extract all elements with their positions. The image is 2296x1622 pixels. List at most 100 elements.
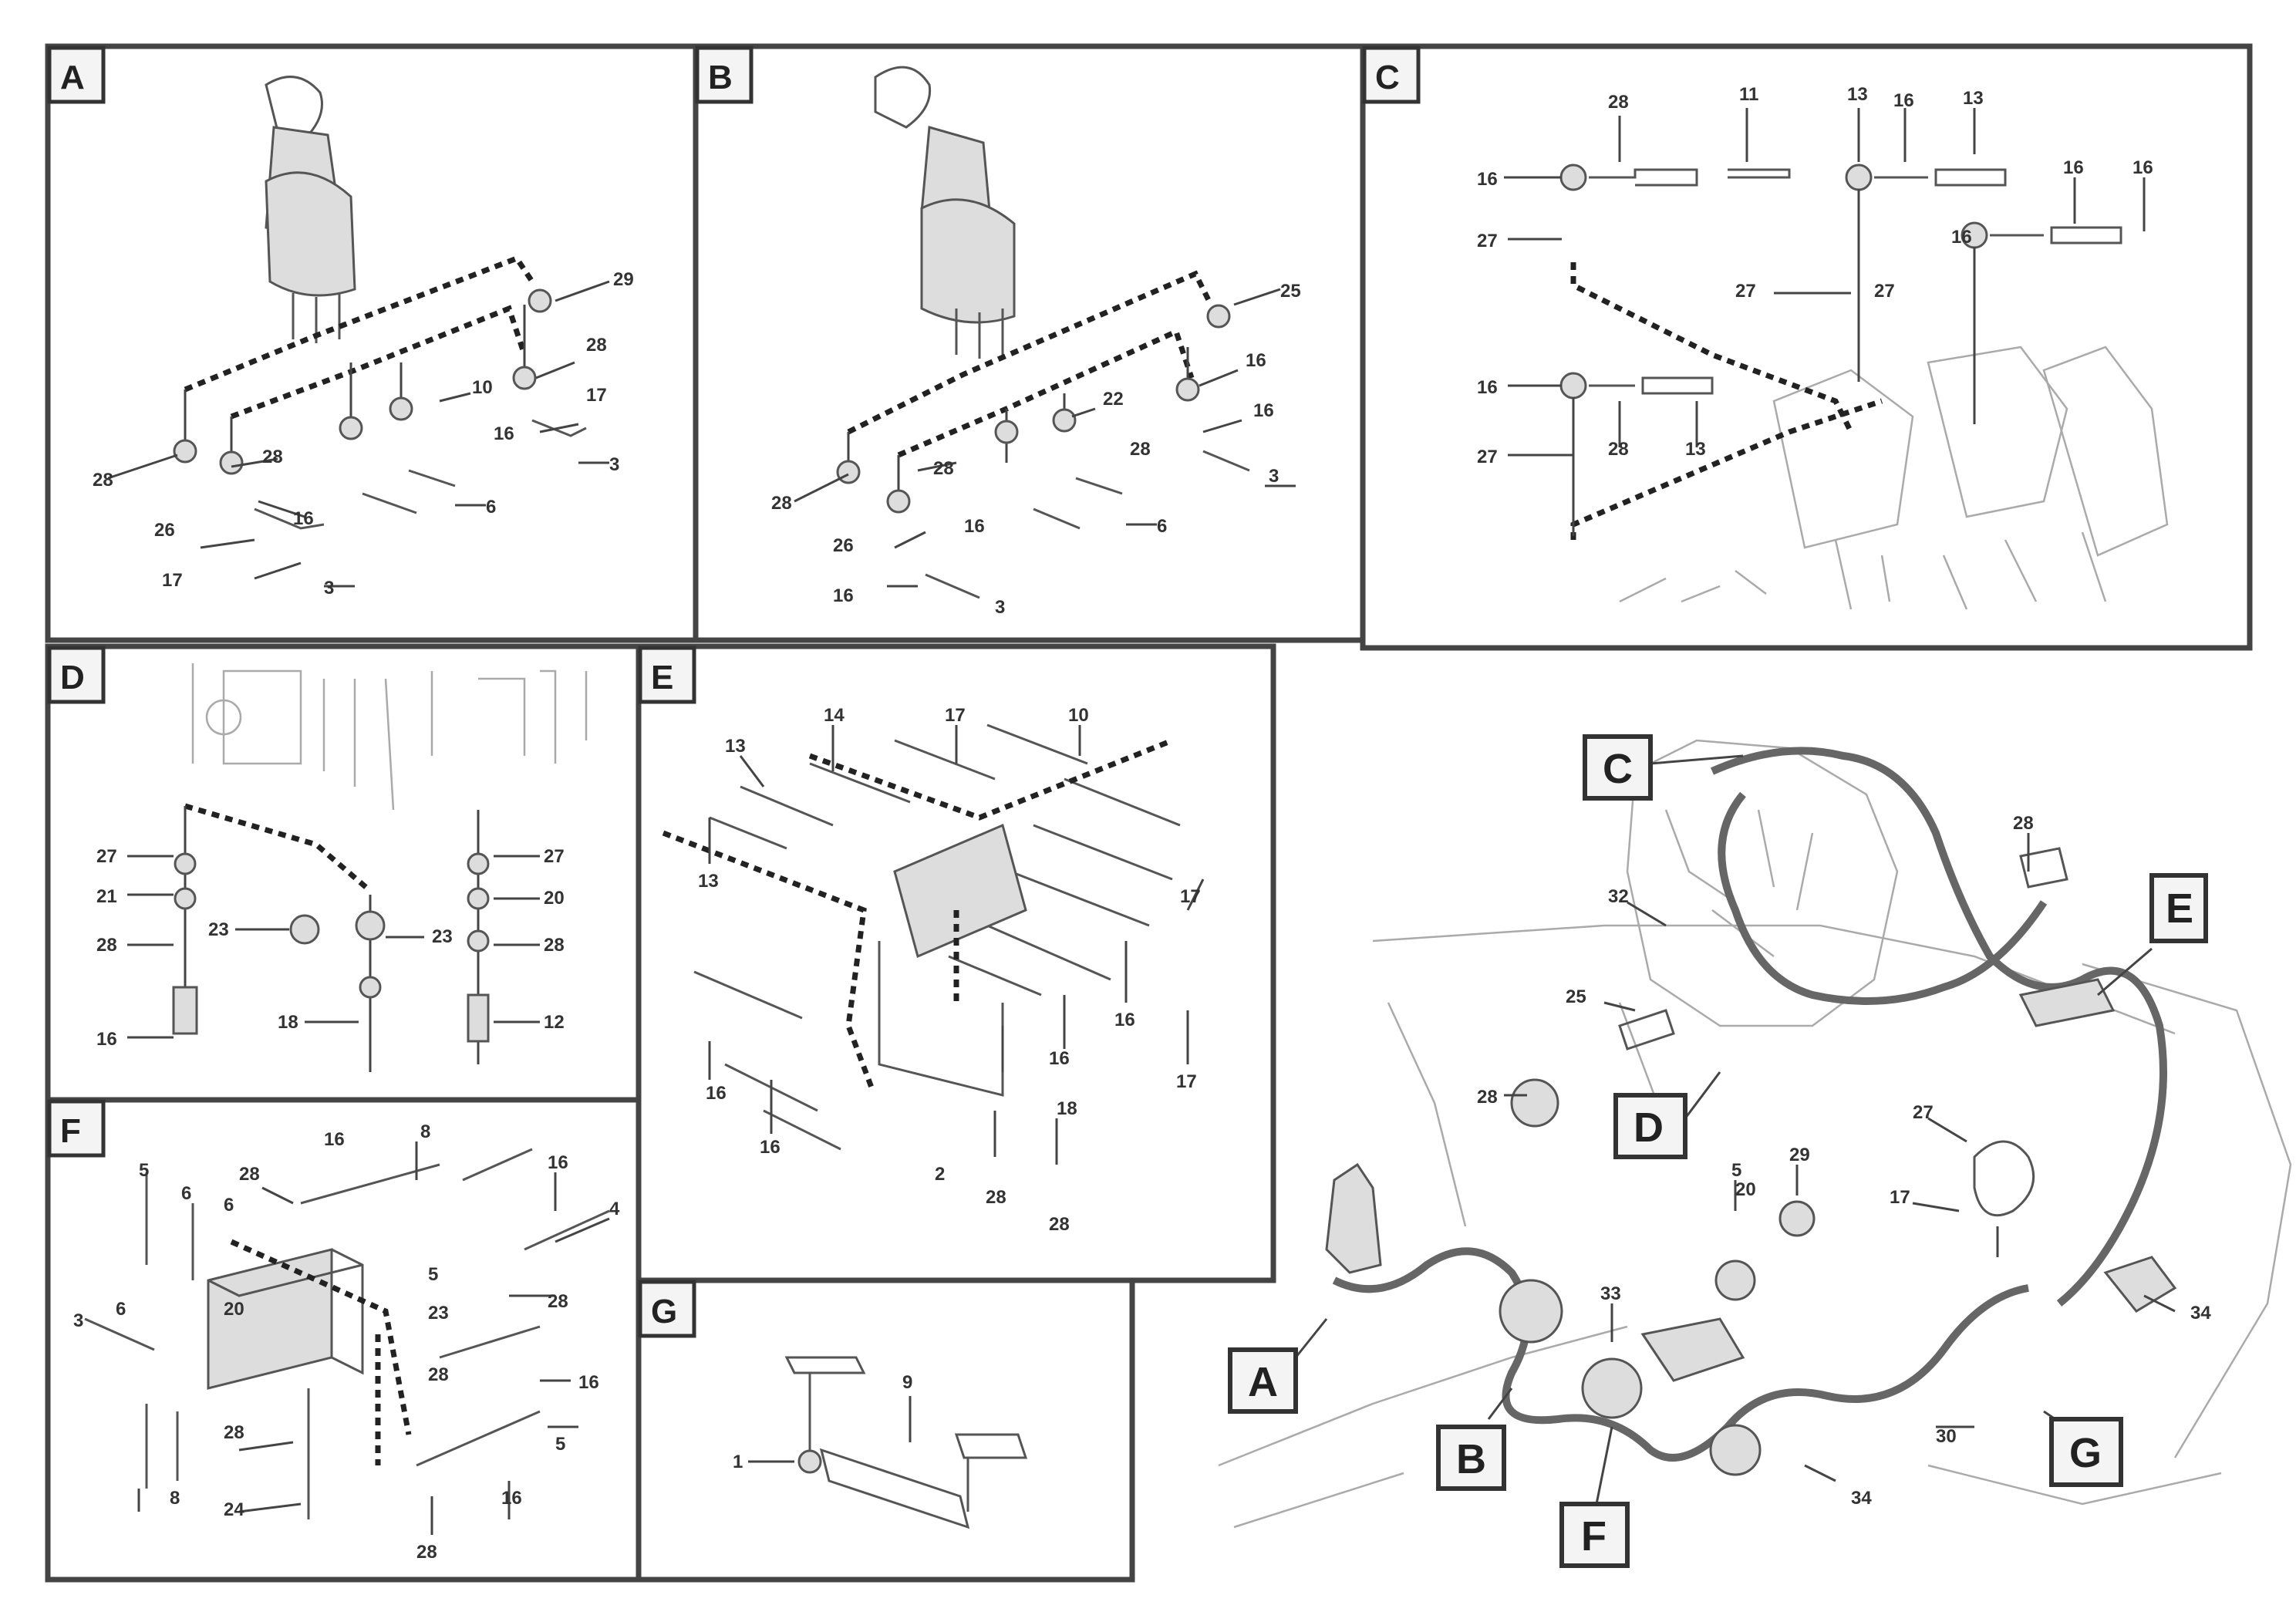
label-o5: 5 <box>1731 1160 1741 1181</box>
label-f12: 23 <box>428 1303 449 1324</box>
label-a11: 26 <box>154 520 175 541</box>
label-f20: 28 <box>416 1542 437 1563</box>
label-f8: 4 <box>609 1199 620 1219</box>
label-e9: 16 <box>706 1083 727 1104</box>
valve-block-e <box>1640 1317 1745 1382</box>
label-c2: 11 <box>1739 84 1758 105</box>
label-f6: 6 <box>224 1195 234 1216</box>
panel-tag-e: E <box>651 659 673 696</box>
label-d2: 21 <box>96 886 117 907</box>
fittings-a <box>173 288 587 530</box>
panel-e: E 13 14 17 10 13 17 16 16 16 16 17 18 2 … <box>636 643 1276 1283</box>
label-o4: 28 <box>1477 1087 1498 1108</box>
label-c8: 16 <box>2063 157 2084 178</box>
callout-tag-g: G <box>2069 1430 2102 1476</box>
label-e13: 2 <box>935 1164 945 1185</box>
label-f3: 28 <box>239 1164 260 1185</box>
label-d6: 23 <box>432 926 453 947</box>
label-a3: 10 <box>472 377 493 398</box>
label-o6: 20 <box>1735 1179 1756 1200</box>
panel-tag-a: A <box>60 59 85 96</box>
label-o3: 25 <box>1566 986 1586 1007</box>
label-b6: 3 <box>1269 466 1279 487</box>
label-e8: 16 <box>1049 1048 1070 1069</box>
callout-tag-d: D <box>1633 1104 1664 1151</box>
callout-tag-f: F <box>1581 1513 1607 1560</box>
label-a13: 3 <box>324 578 334 599</box>
label-f11: 20 <box>224 1299 244 1320</box>
label-e14: 28 <box>986 1187 1006 1208</box>
callout-f: F <box>1559 1502 1630 1568</box>
label-e15: 28 <box>1049 1214 1070 1235</box>
label-b3: 16 <box>1246 350 1266 371</box>
label-f4: 5 <box>139 1160 149 1181</box>
callout-tag-a: A <box>1248 1359 1278 1405</box>
label-f22: 8 <box>170 1488 180 1509</box>
hose-f1 <box>230 1239 412 1465</box>
label-c16: 16 <box>1951 227 1972 248</box>
label-a5: 16 <box>494 423 514 444</box>
label-a9: 16 <box>293 508 314 529</box>
label-a8: 28 <box>262 447 283 467</box>
label-e12: 18 <box>1057 1098 1077 1119</box>
label-b12: 16 <box>833 585 854 606</box>
panel-tag-f: F <box>60 1112 81 1150</box>
label-a7: 28 <box>586 335 607 356</box>
label-o12: 34 <box>1851 1488 1872 1509</box>
valve-block-c <box>1619 346 2169 610</box>
machine-overview <box>1218 739 2292 1529</box>
label-a1: 28 <box>93 470 113 491</box>
label-b8: 28 <box>933 458 954 479</box>
panel-tag-b: B <box>708 59 733 96</box>
hose-e2 <box>662 830 875 1089</box>
panel-tag-g: G <box>651 1293 677 1330</box>
label-f2: 8 <box>420 1121 430 1142</box>
label-g2: 9 <box>902 1372 912 1393</box>
label-f1: 16 <box>324 1129 345 1150</box>
hose-c1 <box>1570 262 1854 433</box>
label-c4: 16 <box>1893 90 1914 111</box>
label-o2: 32 <box>1608 886 1629 907</box>
label-b1: 28 <box>771 493 792 514</box>
hose-a1 <box>184 255 534 393</box>
label-f21: 16 <box>501 1488 522 1509</box>
valve-block-f <box>1499 1279 1563 1344</box>
label-c10: 27 <box>1735 281 1756 302</box>
label-o1: 28 <box>2013 813 2034 834</box>
label-e4: 10 <box>1068 705 1089 726</box>
label-e3: 17 <box>945 705 966 726</box>
inner-hose-loop <box>1718 791 2048 1005</box>
label-d7: 18 <box>278 1012 298 1033</box>
label-e1: 13 <box>725 736 746 757</box>
hose-e1 <box>808 737 1174 821</box>
overview-callouts: C E D A B F G <box>1228 734 2208 1568</box>
joystick-b <box>874 66 1016 359</box>
fittings-c <box>1559 164 2122 536</box>
label-f7: 16 <box>548 1152 568 1173</box>
label-o7: 29 <box>1789 1145 1810 1165</box>
label-f5: 6 <box>181 1183 191 1204</box>
panel-d: D 27 21 28 16 23 23 18 27 20 28 12 <box>45 643 642 1103</box>
panel-a: A 28 29 10 17 16 3 28 28 16 6 26 <box>45 43 699 643</box>
label-d9: 20 <box>544 888 565 909</box>
overview-labels: 28 32 25 28 5 20 29 27 17 33 30 34 34 <box>1477 813 2211 1509</box>
label-g1: 1 <box>733 1452 743 1472</box>
panel-g: G 1 9 <box>636 1277 1135 1583</box>
joystick-a <box>265 76 356 343</box>
joystick-left <box>1325 1162 1382 1274</box>
label-c3: 13 <box>1847 84 1868 105</box>
hose-d1 <box>184 803 373 893</box>
label-a12: 17 <box>162 570 183 591</box>
label-c15: 27 <box>1477 447 1498 467</box>
callout-tag-c: C <box>1603 746 1633 792</box>
label-f17: 5 <box>555 1434 565 1455</box>
upper-hose-bundle <box>1710 747 2167 1307</box>
label-b10: 6 <box>1157 516 1167 537</box>
label-f13: 5 <box>428 1264 438 1285</box>
label-d5: 23 <box>208 919 229 940</box>
label-f15: 28 <box>428 1364 449 1385</box>
label-c14: 13 <box>1685 439 1706 460</box>
label-f16: 16 <box>578 1372 599 1393</box>
label-a6: 3 <box>609 454 619 475</box>
